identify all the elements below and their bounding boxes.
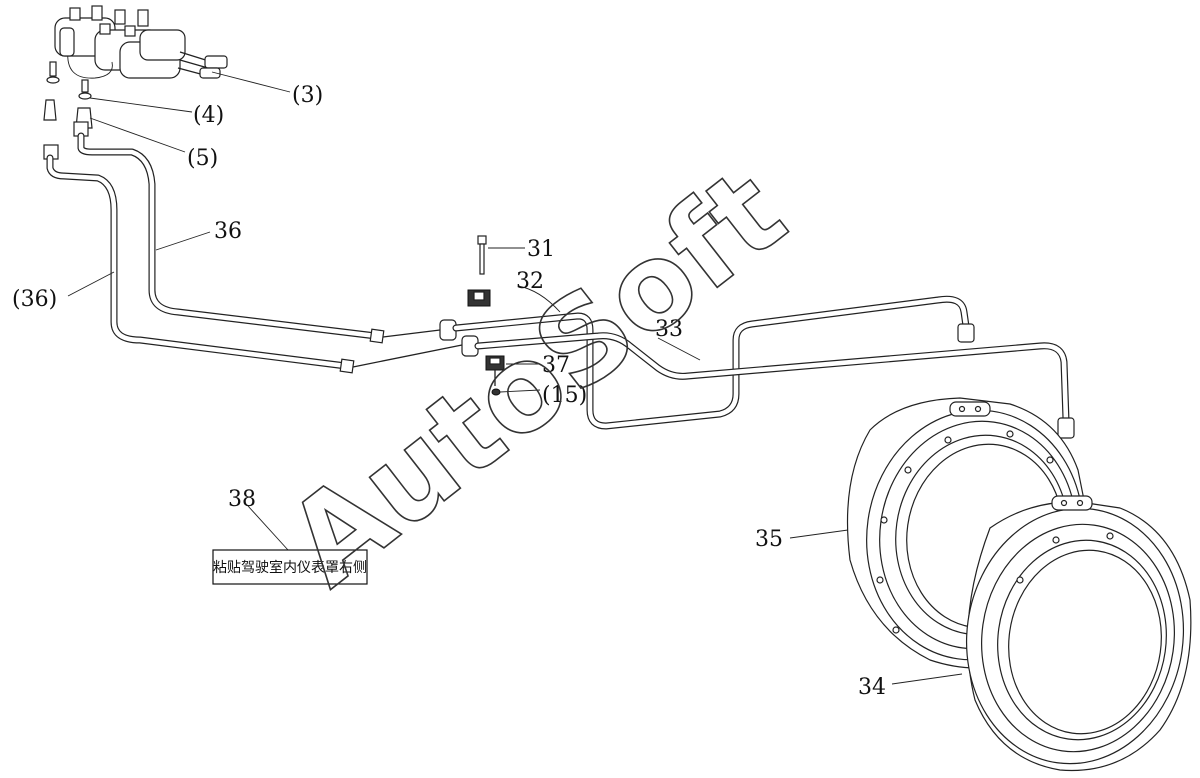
callout-37: 37 bbox=[542, 353, 570, 378]
callout-36: 36 bbox=[214, 219, 242, 244]
callout-33: 33 bbox=[655, 317, 683, 342]
callout-31: 31 bbox=[527, 237, 555, 262]
pipe-32 bbox=[452, 295, 975, 430]
callout-36-paren: (36) bbox=[12, 287, 57, 312]
sticker-label-text: 粘贴驾驶室内仪表罩右侧 bbox=[213, 559, 367, 576]
bracket-clamp bbox=[467, 289, 491, 307]
callout-15: (15) bbox=[542, 383, 587, 408]
hose-36 bbox=[46, 132, 385, 374]
clamp-37 bbox=[485, 355, 505, 386]
seal-washers bbox=[46, 61, 92, 100]
bolt-31 bbox=[477, 235, 487, 275]
callout-32: 32 bbox=[516, 269, 544, 294]
callout-4: (4) bbox=[193, 103, 224, 128]
valve-assembly bbox=[54, 5, 228, 79]
watermark-text: AutoSoft bbox=[262, 142, 809, 612]
pipe-33 bbox=[474, 332, 1075, 439]
callout-38: 38 bbox=[228, 487, 256, 512]
callout-3: (3) bbox=[292, 83, 323, 108]
callout-34: 34 bbox=[858, 675, 886, 700]
callout-5: (5) bbox=[187, 146, 218, 171]
sticker-label-box bbox=[212, 549, 368, 585]
callout-35: 35 bbox=[755, 527, 783, 552]
ring-34 bbox=[965, 495, 1192, 772]
